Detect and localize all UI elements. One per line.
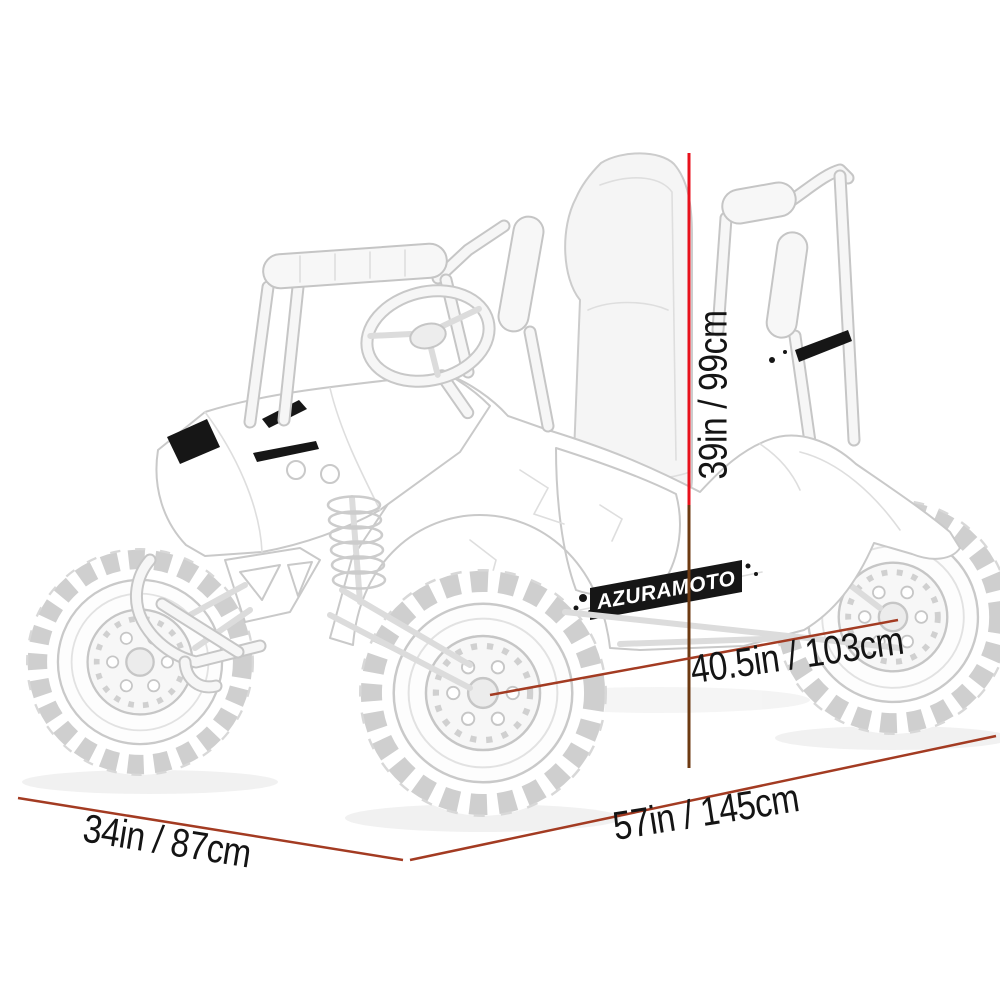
hood — [155, 373, 491, 557]
steering-wheel — [360, 284, 496, 420]
front-right-wheel — [360, 570, 606, 816]
width-dimension-line — [17, 796, 404, 862]
length-dimension-line — [409, 734, 997, 862]
fender-stripe-decal — [769, 330, 852, 363]
dimension-lines — [17, 153, 997, 862]
body: AZURAMOTO — [155, 330, 961, 651]
roll-cage-front — [243, 215, 555, 433]
front-suspension — [130, 495, 903, 694]
wheelbase-dimension-line — [489, 618, 899, 697]
height-dimension-label: 39in / 99cm — [691, 310, 736, 480]
front-bumper — [130, 553, 267, 694]
